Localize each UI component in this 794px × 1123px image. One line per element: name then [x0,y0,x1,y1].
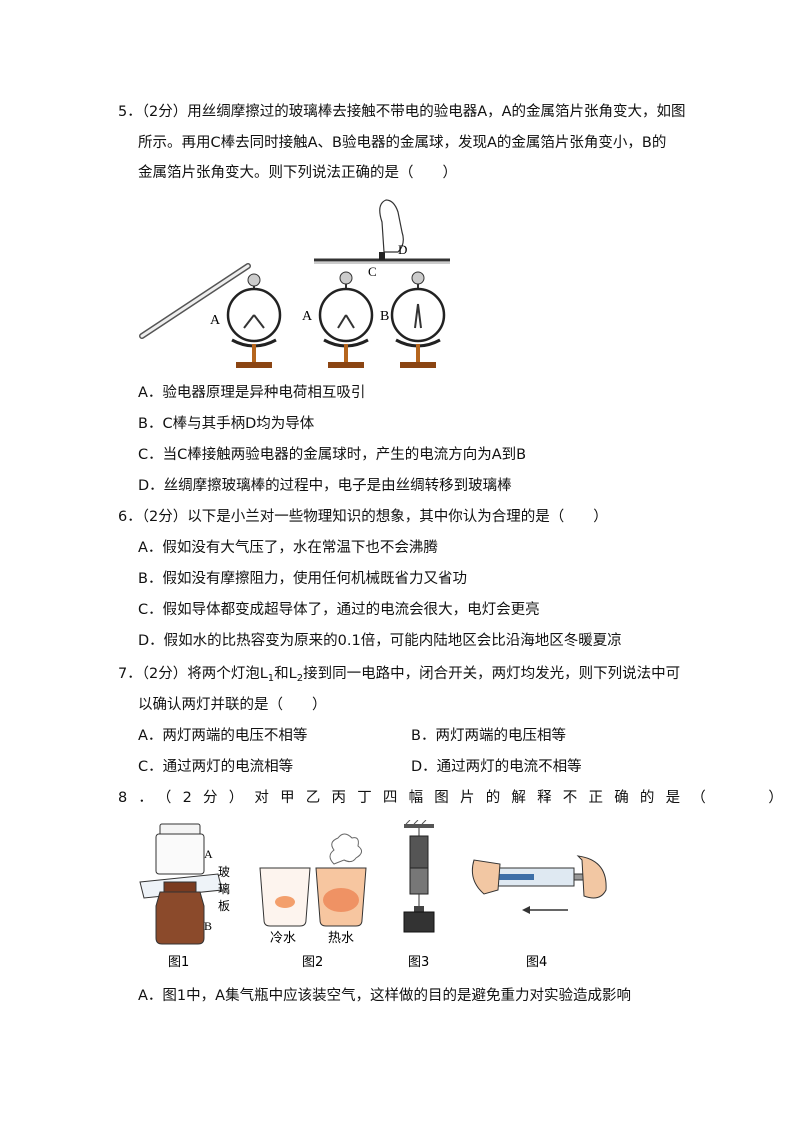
electroscope-b [390,271,446,368]
q6-option-a: A．假如没有大气压了，水在常温下也不会沸腾 [138,540,438,556]
q5-stem-line3: 金属箔片张角变大。则下列说法正确的是（ ） [138,165,457,181]
fig2-beakers [259,833,367,927]
q7-stem-line1: 7．（2分）将两个灯泡L1和L2接到同一电路中，闭合开关，两灯均发光，则下列说法… [118,664,680,689]
q7-option-b: B．两灯两端的电压相等 [411,728,566,744]
fig1-label-a: A [204,847,213,861]
q5-option-c: C．当C棒接触两验电器的金属球时，产生的电流方向为A到B [138,447,527,463]
fig1-gas-jars [139,823,223,945]
label-a2: A [302,309,313,324]
q5-option-b: B．C棒与其手柄D均为导体 [138,416,315,432]
fig2-caption: 图2 [302,955,323,970]
q7-option-d: D．通过两灯的电流不相等 [411,759,582,775]
fig4-caption: 图4 [526,955,547,970]
q5-option-d: D．丝绸摩擦玻璃棒的过程中，电子是由丝绸转移到玻璃棒 [138,478,512,494]
q7-stem-part-b: 和L [274,666,297,682]
label-b: B [380,309,389,324]
fig2-cold-label: 冷水 [270,931,296,946]
fig2-hot-label: 热水 [328,931,354,946]
fig3-lead-cylinders [403,820,435,933]
q7-sub-2: 2 [296,673,304,684]
q7-stem-part-a: 7．（2分）将两个灯泡L [118,666,268,682]
fig4-syringe [471,855,607,914]
q6-option-b: B．假如没有摩擦阻力，使用任何机械既省力又省功 [138,571,467,587]
q8-four-figures: A B 玻 璃 板 图1 冷水 热水 图2 图3 图4 [139,820,607,970]
q6-option-d: D．假如水的比热容变为原来的0.1倍，可能内陆地区会比沿海地区冬暖夏凉 [138,633,622,649]
fig1-glass-1: 玻 [218,865,230,879]
q5-option-a: A．验电器原理是异种电荷相互吸引 [138,385,366,401]
q6-option-c: C．假如导体都变成超导体了，通过的电流会很大，电灯会更亮 [138,602,540,618]
q5-electroscope-figure: A D C A B [139,199,450,368]
fig1-glass-2: 璃 [218,882,230,896]
fig1-caption: 图1 [168,955,189,970]
electroscope-a2 [318,271,374,368]
label-d: D [398,242,407,257]
q7-option-a: A．两灯两端的电压不相等 [138,728,308,744]
q7-sub-1: 1 [267,673,275,684]
fig3-caption: 图3 [408,955,429,970]
q8-option-a: A．图1中，A集气瓶中应该装空气，这样做的目的是避免重力对实验造成影响 [138,988,632,1004]
label-a1: A [210,313,221,328]
q7-stem-line2: 以确认两灯并联的是（ ） [138,697,327,713]
q7-stem-part-c: 接到同一电路中，闭合开关，两灯均发光，则下列说法中可 [303,666,681,682]
fig1-label-b: B [204,919,212,933]
q6-stem: 6．（2分）以下是小兰对一些物理知识的想象，其中你认为合理的是（ ） [118,509,608,525]
q5-stem-line1: 5．（2分）用丝绸摩擦过的玻璃棒去接触不带电的验电器A，A的金属箔片张角变大，如… [118,104,686,120]
q8-stem: 8．（2分）对甲乙丙丁四幅图片的解释不正确的是（ ） [118,790,794,806]
electroscope-a1 [226,273,282,368]
fig1-glass-3: 板 [218,899,230,913]
q7-option-c: C．通过两灯的电流相等 [138,759,294,775]
q5-stem-line2: 所示。再用C棒去同时接触A、B验电器的金属球，发现A的金属箔片张角变小，B的 [138,135,667,151]
label-c: C [368,264,377,279]
